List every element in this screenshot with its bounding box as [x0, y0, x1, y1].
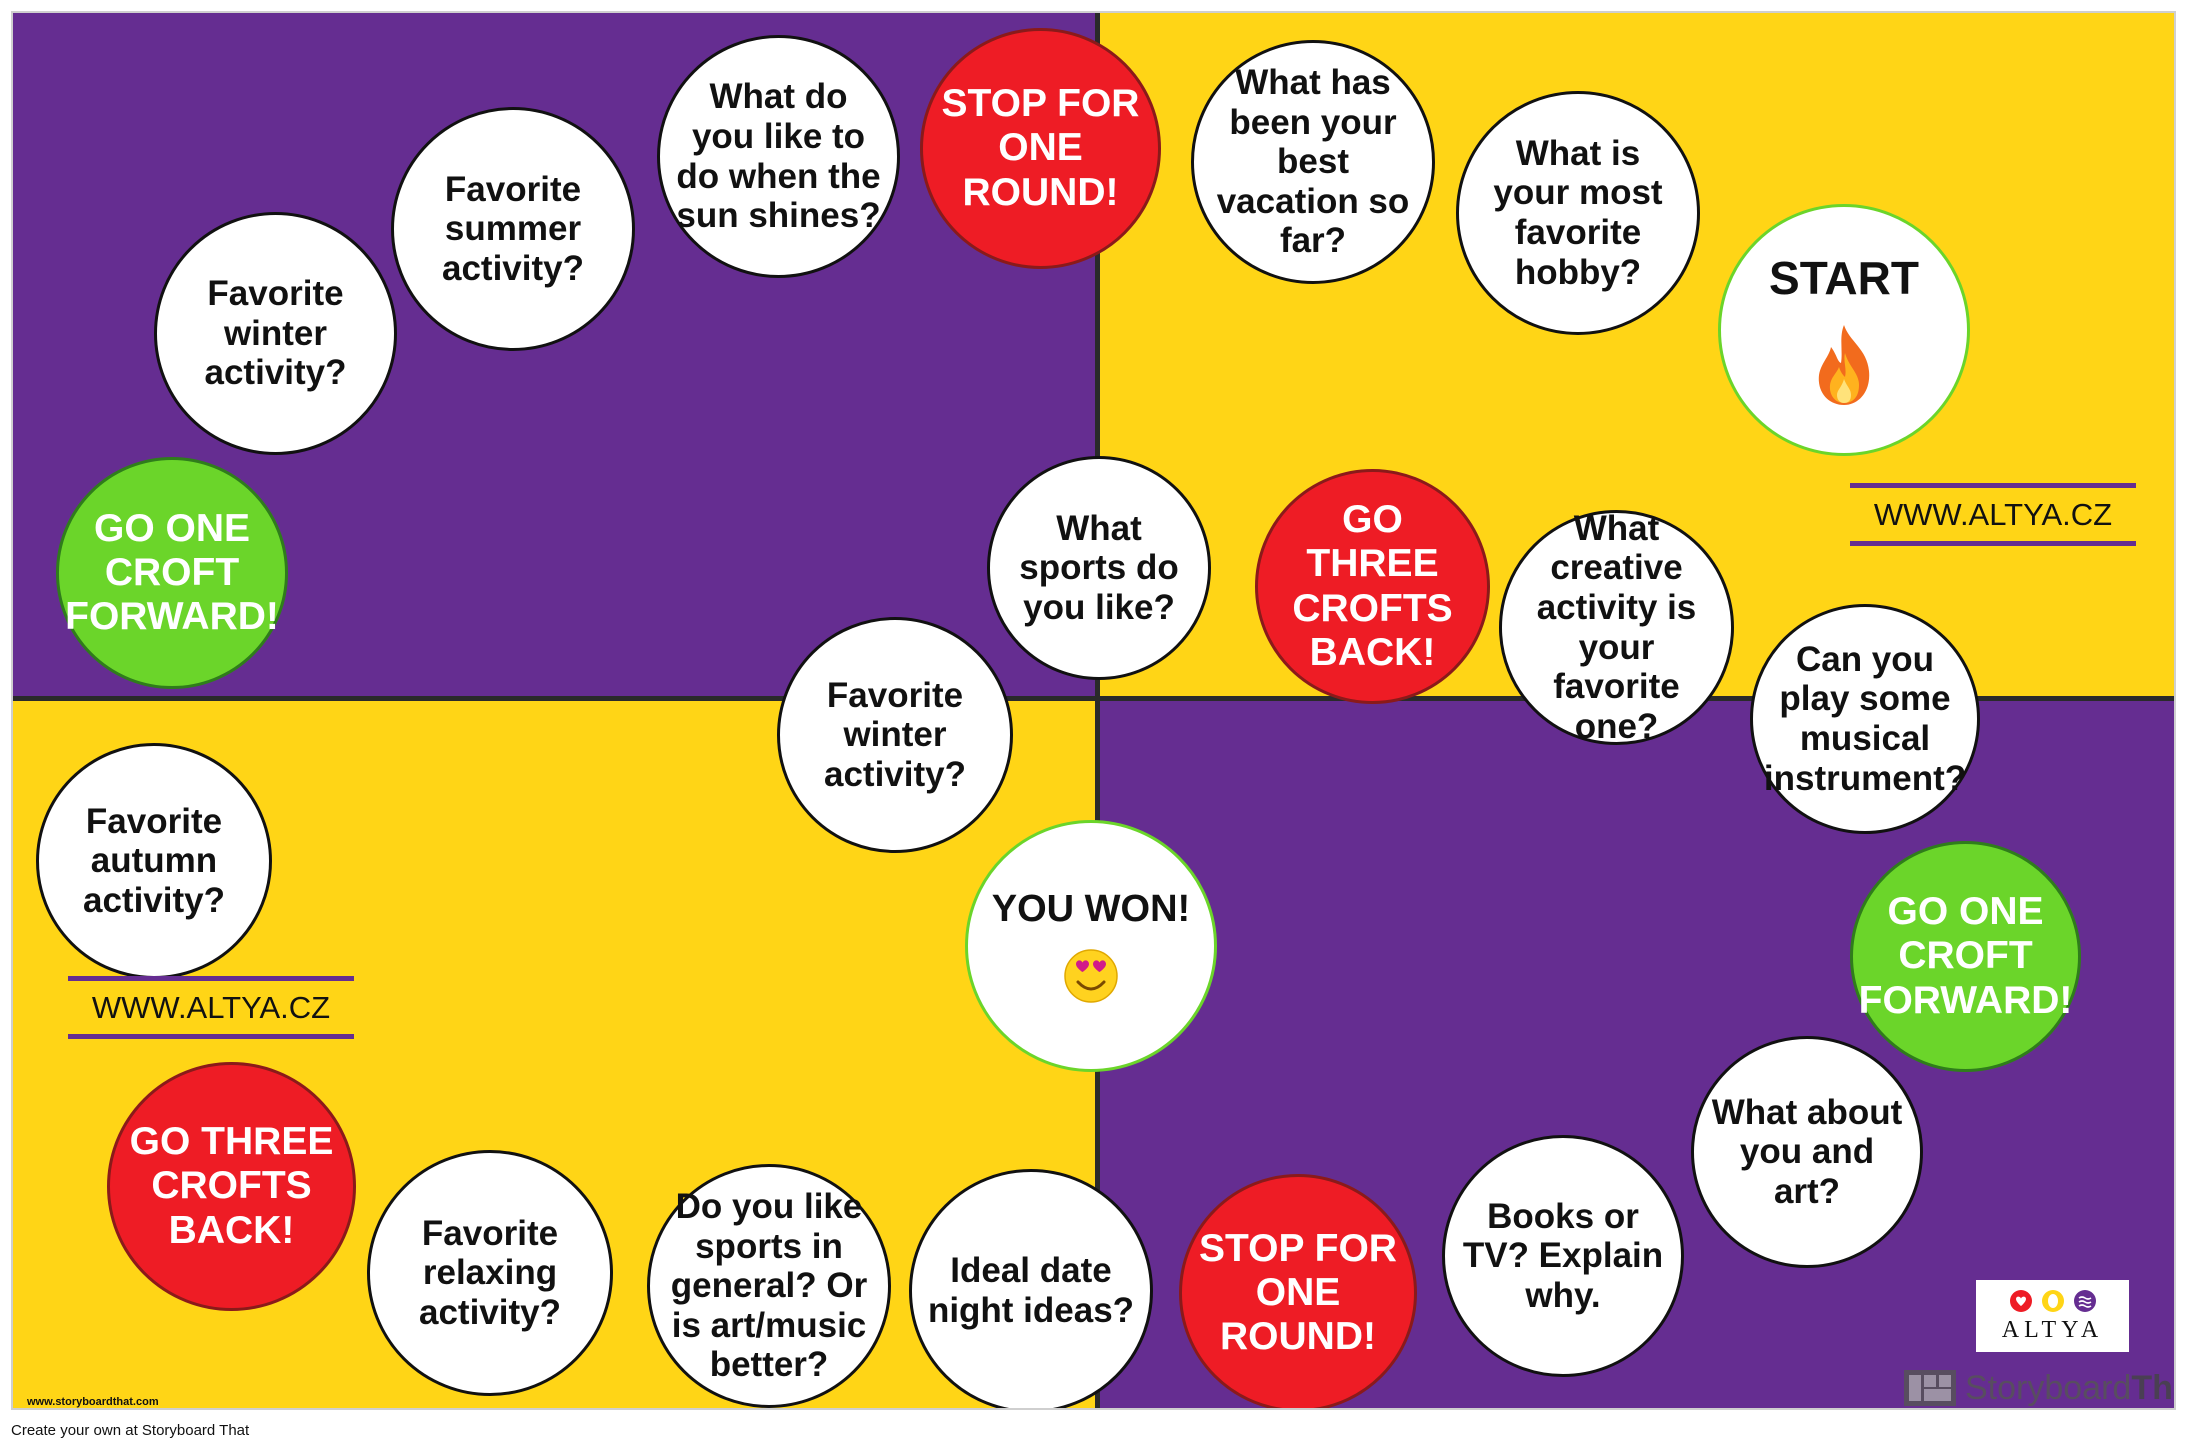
heart-logo-icon: [2009, 1289, 2032, 1312]
space-date[interactable]: Ideal date night ideas?: [909, 1169, 1153, 1408]
space-sunshine[interactable]: What do you like to do when the sun shin…: [657, 35, 900, 278]
logo-icons: [2009, 1289, 2097, 1313]
space-back-2[interactable]: GO THREE CROFTS BACK!: [107, 1062, 356, 1311]
space-instrument[interactable]: Can you play some musical instrument?: [1750, 604, 1980, 834]
storyboardthat-url[interactable]: www.storyboardthat.com: [27, 1396, 159, 1408]
altya-logo: ALTYA: [1976, 1280, 2129, 1352]
space-books[interactable]: Books or TV? Explain why.: [1442, 1135, 1684, 1377]
space-stop-2[interactable]: STOP FOR ONE ROUND!: [1179, 1174, 1417, 1408]
you-won-label: YOU WON!: [991, 887, 1191, 930]
space-text: Favorite summer activity?: [442, 169, 584, 288]
heart-eyes-emoji-icon: [1064, 949, 1118, 1004]
storyboard-logo-icon: [1904, 1370, 1956, 1406]
space-winter-2[interactable]: Favorite winter activity?: [777, 617, 1013, 853]
wave-logo-icon: [2073, 1289, 2096, 1312]
watermark-brand-light: Storyboard: [1965, 1368, 2132, 1407]
space-sports-general[interactable]: Do you like sports in general? Or is art…: [647, 1164, 891, 1408]
space-text: Do you like sports in general? Or is art…: [670, 1187, 868, 1385]
space-start[interactable]: START: [1718, 204, 1970, 456]
space-text: What do you like to do when the sun shin…: [676, 77, 881, 236]
space-text: Books or TV? Explain why.: [1462, 1196, 1664, 1315]
website-label-top[interactable]: WWW.ALTYA.CZ: [1850, 483, 2136, 546]
space-text: What about you and art?: [1711, 1092, 1903, 1211]
space-text: Favorite relaxing activity?: [419, 1213, 561, 1332]
space-creative[interactable]: What creative activity is your favorite …: [1499, 508, 1734, 746]
space-text: Ideal date night ideas?: [927, 1251, 1135, 1330]
footer-caption[interactable]: Create your own at Storyboard That: [11, 1422, 250, 1439]
space-text: GO ONE CROFT FORWARD!: [65, 506, 279, 639]
space-vacation[interactable]: What has been your best vacation so far?: [1191, 40, 1435, 284]
space-text: Favorite autumn activity?: [83, 801, 225, 920]
space-forward-1[interactable]: GO ONE CROFT FORWARD!: [56, 457, 288, 689]
space-forward-2[interactable]: GO ONE CROFT FORWARD!: [1850, 841, 2081, 1072]
space-text: GO THREE CROFTS BACK!: [1292, 498, 1453, 674]
space-text: Can you play some musical instrument?: [1763, 639, 1967, 798]
space-stop-1[interactable]: STOP FOR ONE ROUND!: [920, 28, 1161, 269]
circle-logo-icon: [2041, 1289, 2064, 1312]
space-sports[interactable]: What sports do you like?: [987, 456, 1211, 680]
game-board: START What is your most favorite hobby? …: [11, 11, 2176, 1410]
space-text: What is your most favorite hobby?: [1493, 133, 1663, 292]
space-text: What has been your best vacation so far?: [1216, 63, 1410, 261]
space-back-1[interactable]: GO THREE CROFTS BACK!: [1255, 469, 1490, 704]
space-text: Favorite winter activity?: [824, 675, 966, 794]
start-label: START: [1769, 252, 1919, 305]
divider-vertical: [1095, 13, 1100, 1408]
space-text: What creative activity is your favorite …: [1536, 508, 1697, 746]
space-winter-1[interactable]: Favorite winter activity?: [154, 212, 397, 455]
logo-text: ALTYA: [2001, 1316, 2104, 1343]
fire-icon: [1818, 324, 1870, 405]
space-summer[interactable]: Favorite summer activity?: [391, 107, 635, 351]
divider-horizontal: [13, 696, 2174, 701]
space-text: Favorite winter activity?: [204, 274, 347, 393]
space-you-won[interactable]: YOU WON!: [965, 820, 1217, 1072]
watermark-brand-bold: That: [2131, 1368, 2174, 1407]
space-art[interactable]: What about you and art?: [1691, 1036, 1923, 1268]
space-hobby[interactable]: What is your most favorite hobby?: [1456, 91, 1700, 335]
website-label-bottom[interactable]: WWW.ALTYA.CZ: [68, 976, 354, 1039]
space-relaxing[interactable]: Favorite relaxing activity?: [367, 1150, 613, 1396]
space-text: GO THREE CROFTS BACK!: [129, 1120, 334, 1252]
space-text: GO ONE CROFT FORWARD!: [1858, 890, 2073, 1022]
space-text: STOP FOR ONE ROUND!: [1199, 1226, 1397, 1359]
space-autumn[interactable]: Favorite autumn activity?: [36, 743, 272, 979]
space-text: What sports do you like?: [1019, 508, 1179, 627]
space-text: STOP FOR ONE ROUND!: [941, 82, 1140, 214]
